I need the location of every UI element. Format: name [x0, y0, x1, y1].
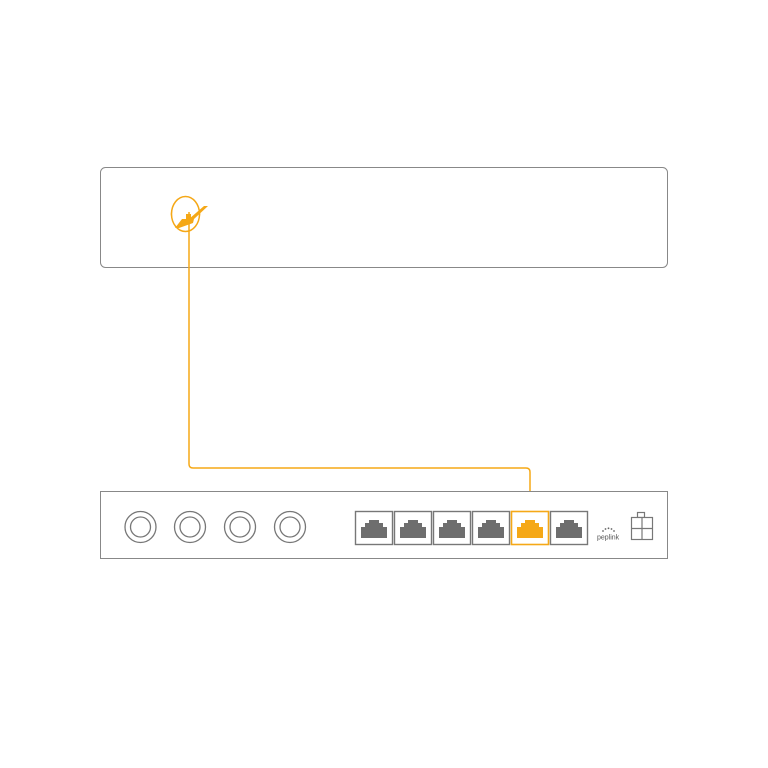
antenna-connector-2[interactable] [173, 510, 207, 544]
antenna-connector-3[interactable] [223, 510, 257, 544]
ethernet-port-2[interactable] [393, 510, 433, 546]
ethernet-port-icon [400, 520, 426, 538]
ethernet-cable [188, 212, 531, 512]
ethernet-port-1[interactable] [354, 510, 394, 546]
antenna-connector-1[interactable] [124, 510, 157, 544]
top-device-box [100, 167, 668, 268]
ethernet-port-icon [439, 520, 465, 538]
ethernet-port-icon [556, 520, 582, 538]
peplink-logo: peplink [597, 527, 620, 542]
brand-label: peplink [597, 535, 620, 542]
power-connector-icon[interactable] [630, 511, 654, 541]
ethernet-port-5-active[interactable] [510, 510, 550, 546]
antenna-connector-4[interactable] [273, 510, 307, 544]
ethernet-port-4[interactable] [471, 510, 511, 546]
antenna-icon [175, 206, 208, 228]
ethernet-port-icon [517, 520, 543, 538]
ethernet-port-6[interactable] [549, 510, 589, 546]
ethernet-port-icon [361, 520, 387, 538]
ethernet-port-3[interactable] [432, 510, 472, 546]
ethernet-port-icon [478, 520, 504, 538]
